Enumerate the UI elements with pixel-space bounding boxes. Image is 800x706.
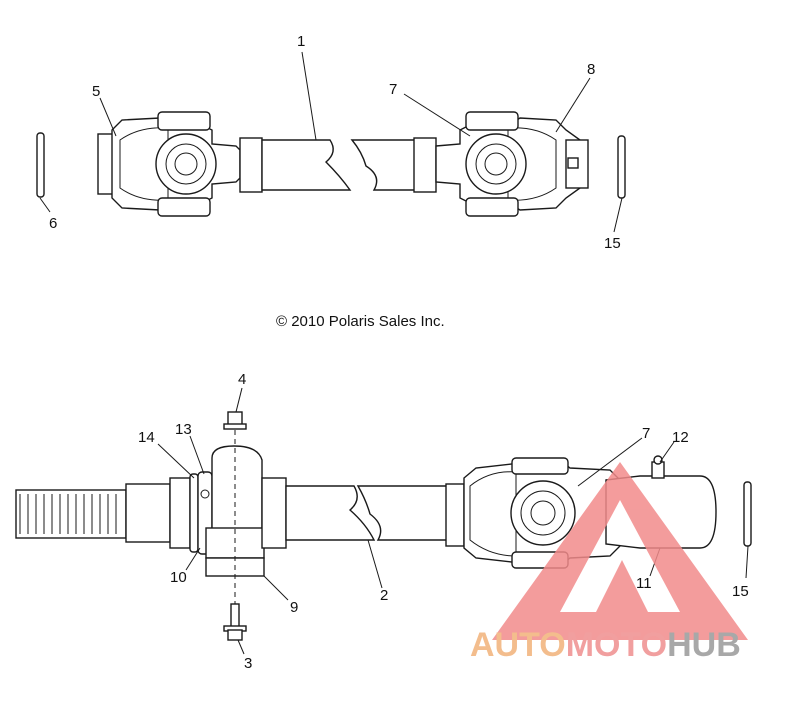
lower-yoke-collar (445, 483, 465, 547)
callout-1: 1 (297, 33, 305, 50)
shaft-tube-right (350, 139, 417, 191)
callout-8: 8 (587, 61, 595, 78)
left-shaft-collar (239, 137, 263, 193)
watermark-auto: AUTO (470, 626, 566, 664)
bolt-4-washer (223, 423, 247, 430)
right-ujoint-bearing-inner (484, 152, 508, 176)
right-ujoint-cap-bottom (465, 197, 519, 217)
right-shaft-collar (413, 137, 437, 193)
right-ujoint-bearing-mid (475, 143, 517, 185)
leader-1 (301, 51, 317, 141)
watermark-inner-triangle (596, 560, 648, 612)
left-ujoint-cap-bottom (157, 197, 211, 217)
leader-15-bottom (745, 545, 749, 579)
lower-ujoint-cap-top (511, 457, 569, 475)
lower-ujoint-bearing-mid (520, 490, 566, 536)
stepped-shaft-1 (125, 483, 171, 543)
top-prop-shaft-assembly (36, 51, 626, 233)
stepped-shaft-2 (169, 477, 191, 549)
callout-10: 10 (170, 569, 187, 586)
bolt-3-shank (230, 603, 240, 629)
callout-6: 6 (49, 215, 57, 232)
left-ujoint-bearing-inner (174, 152, 198, 176)
bearing-bolt-hole (200, 489, 210, 499)
callout-11: 11 (636, 575, 652, 592)
snap-ring-6 (36, 132, 45, 198)
leader-14 (157, 443, 195, 479)
callout-3: 3 (244, 655, 252, 672)
top-grease-fitting (567, 157, 579, 169)
leader-4 (235, 387, 243, 413)
callout-15-top: 15 (604, 235, 621, 252)
watermark-moto: MOTO (566, 626, 667, 664)
right-ujoint-cap-top (465, 111, 519, 131)
callout-7-top: 7 (389, 81, 397, 98)
snap-ring-15-bottom (743, 481, 752, 547)
leader-8 (555, 77, 591, 133)
splined-end (15, 489, 127, 539)
leader-9 (263, 575, 289, 601)
housing-shaft-collar (261, 477, 287, 549)
leader-7-bottom (577, 437, 643, 487)
watermark-logo: AUTOMOTOHUB (470, 462, 748, 664)
leader-7-top (403, 93, 471, 137)
callout-9: 9 (290, 599, 298, 616)
callout-5: 5 (92, 83, 100, 100)
copyright-notice: © 2010 Polaris Sales Inc. (276, 313, 445, 330)
bolt-3-head (227, 629, 243, 641)
callout-2: 2 (380, 587, 388, 604)
watermark-hub: HUB (667, 626, 741, 664)
left-ujoint-bearing-mid (165, 143, 207, 185)
callout-14: 14 (138, 429, 155, 446)
lower-ujoint-bearing-inner (530, 500, 556, 526)
leader-2 (367, 539, 383, 589)
left-ujoint-cap-top (157, 111, 211, 131)
left-ujoint-bearing-outer (155, 133, 217, 195)
callout-15-bottom: 15 (732, 583, 749, 600)
leader-12 (659, 441, 675, 463)
watermark-text: AUTOMOTOHUB (470, 626, 741, 664)
carrier-housing (211, 445, 263, 531)
leader-3 (237, 639, 245, 655)
leader-6 (39, 197, 51, 213)
leader-13 (189, 435, 205, 475)
callout-7-bottom: 7 (642, 425, 650, 442)
callout-4: 4 (238, 371, 246, 388)
leader-5 (99, 97, 117, 137)
seal-14 (189, 473, 199, 553)
callout-13: 13 (175, 421, 192, 438)
watermark-triangle-icon (492, 462, 748, 640)
lower-ujoint-bearing-outer (510, 480, 576, 546)
leader-10 (185, 547, 201, 571)
right-ujoint-bearing-outer (465, 133, 527, 195)
lower-tube-right (356, 485, 449, 541)
leader-15-top (613, 197, 623, 233)
shaft-tube-left (261, 139, 352, 191)
snap-ring-15-top (617, 135, 626, 199)
bottom-shaft-assembly (15, 387, 752, 655)
lower-tube-left (285, 485, 376, 541)
spline-teeth (19, 494, 117, 534)
callout-12: 12 (672, 429, 689, 446)
